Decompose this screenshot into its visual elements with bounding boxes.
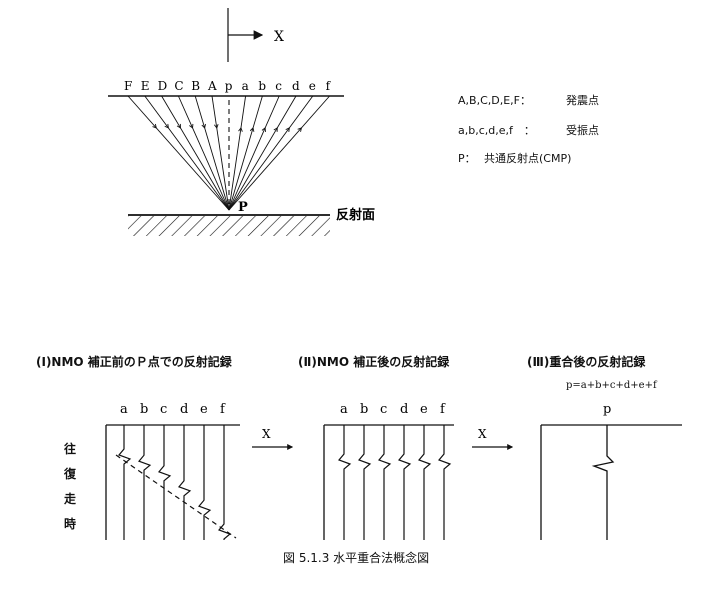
stacked-trace-label: p <box>603 402 611 417</box>
ray-arrowhead <box>201 123 206 129</box>
surface-station-label: e <box>309 79 316 93</box>
trace-label: c <box>160 402 167 417</box>
time-axis-char: 復 <box>64 467 77 481</box>
seismic-trace <box>397 425 412 540</box>
trace-label: b <box>360 402 368 417</box>
surface-station-label: d <box>292 79 300 93</box>
surface-station-label: a <box>242 79 249 93</box>
arrow-2: X <box>472 427 514 450</box>
panel-3-after-stack: p <box>540 402 682 540</box>
ray-line <box>228 95 330 211</box>
ray-arrowhead <box>297 127 303 132</box>
surface-station-label: f <box>326 79 332 93</box>
ray-arrowhead <box>213 124 219 129</box>
ray-line <box>228 95 263 211</box>
trace-label: f <box>220 402 226 417</box>
trace-label: a <box>340 402 348 417</box>
surface-station-label: E <box>141 79 150 93</box>
stack-formula: p=a+b+c+d+e+f <box>566 380 657 391</box>
seismic-trace <box>337 425 352 540</box>
ray-line <box>177 95 230 211</box>
x-axis-label: X <box>274 29 284 45</box>
time-axis-char: 往 <box>64 442 77 456</box>
ray-line <box>228 95 297 211</box>
ray-arrowhead <box>249 127 255 132</box>
nmo-hyperbola <box>115 454 237 539</box>
legend-key: P： <box>458 152 476 165</box>
seismic-trace <box>377 425 392 540</box>
trace-label: d <box>400 402 408 417</box>
ray-arrowhead <box>189 123 194 129</box>
legend-sources: A,B,C,D,E,F： 発震点 <box>458 92 599 108</box>
seismic-trace <box>417 425 432 540</box>
trace-label: e <box>200 402 208 417</box>
surface-station-label: b <box>258 79 266 93</box>
surface-station-label: B <box>191 79 200 93</box>
reflector-label: 反射面 <box>336 207 375 223</box>
arrow-1: X <box>252 427 294 450</box>
trace-label: a <box>120 402 128 417</box>
ray-arrowhead <box>273 127 278 132</box>
surface-station-label: C <box>174 79 183 93</box>
seismic-trace <box>197 425 212 540</box>
seismic-trace <box>357 425 372 540</box>
seismic-trace <box>137 425 152 540</box>
trace-label: d <box>180 402 188 417</box>
legend-receivers: a,b,c,d,e,f ： 受振点 <box>458 122 599 138</box>
ray-line <box>194 95 230 211</box>
ray-line <box>144 95 230 211</box>
seismic-trace <box>437 425 452 540</box>
legend-key: a,b,c,d,e,f ： <box>458 124 535 137</box>
ray-line <box>161 95 230 211</box>
reflector-hatch <box>128 216 330 236</box>
ray-paths <box>127 95 330 211</box>
seismic-trace <box>117 425 132 540</box>
seismic-trace <box>177 425 192 540</box>
ray-arrowhead <box>152 123 157 129</box>
legend-key: A,B,C,D,E,F： <box>458 94 531 107</box>
arrow-2-label: X <box>478 427 487 441</box>
ray-line <box>228 95 314 211</box>
trace-label: c <box>380 402 387 417</box>
panel-1-title: (Ⅰ)NMO 補正前のＰ点での反射記録 <box>36 355 232 369</box>
surface-station-label: c <box>275 79 282 93</box>
trace-label: f <box>440 402 446 417</box>
legend-cmp: P： 共通反射点(CMP) <box>458 150 571 166</box>
seismic-trace <box>157 425 172 540</box>
stacked-trace <box>591 425 615 540</box>
cmp-label: P <box>238 200 248 215</box>
legend-value: 共通反射点(CMP) <box>484 152 572 165</box>
ray-arrowhead <box>238 126 243 132</box>
ray-arrowhead <box>176 123 181 129</box>
surface-station-label: p <box>225 79 233 93</box>
ray-arrowhead <box>261 127 266 132</box>
legend-value: 受振点 <box>566 124 599 137</box>
legend-value: 発震点 <box>566 94 599 107</box>
time-axis-char: 走 <box>64 492 77 506</box>
figure-caption: 図 5.1.3 水平重合法概念図 <box>283 551 430 565</box>
ray-arrowhead <box>164 123 169 129</box>
panel-2-title: (Ⅱ)NMO 補正後の反射記録 <box>298 355 450 369</box>
ray-line <box>228 95 280 211</box>
seismic-trace <box>217 425 232 540</box>
surface-station-label: F <box>124 79 132 93</box>
ray-line <box>228 95 247 211</box>
ray-arrowhead <box>285 127 290 132</box>
arrow-1-label: X <box>262 427 271 441</box>
trace-label: b <box>140 402 148 417</box>
trace-label: e <box>420 402 428 417</box>
surface-station-label: D <box>158 79 168 93</box>
ray-line <box>211 95 230 211</box>
surface-station-label: A <box>207 79 217 93</box>
time-axis-char: 時 <box>64 517 77 531</box>
panel-3-title: (Ⅲ)重合後の反射記録 <box>527 355 646 369</box>
ray-line <box>127 95 230 211</box>
